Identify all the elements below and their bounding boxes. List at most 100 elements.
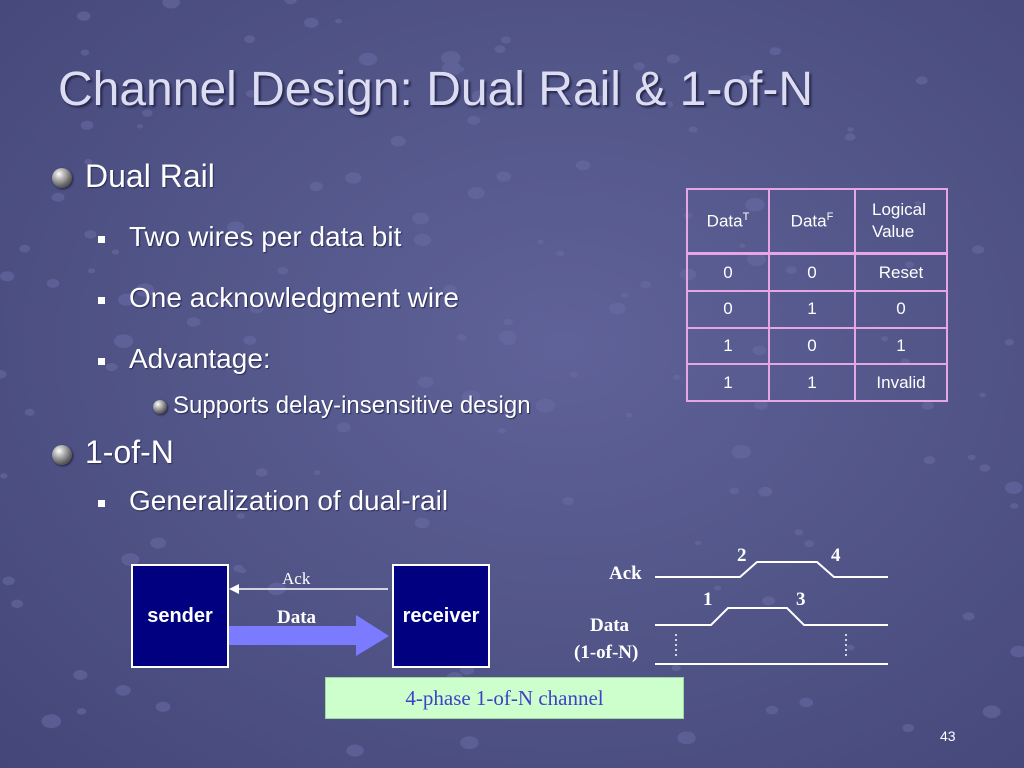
background-dot xyxy=(51,192,65,202)
background-dot xyxy=(1004,339,1014,346)
bullet-dual-rail: Dual Rail xyxy=(85,158,215,194)
table-cell: 1 xyxy=(854,326,948,366)
background-dot xyxy=(105,363,118,372)
background-dot xyxy=(556,250,565,257)
background-dot xyxy=(500,36,511,44)
background-dot xyxy=(76,708,87,715)
background-dot xyxy=(313,470,321,476)
background-dot xyxy=(345,172,362,184)
background-dot xyxy=(84,158,93,165)
background-dot xyxy=(11,599,24,608)
table-cell: 1 xyxy=(768,363,856,402)
background-dot xyxy=(804,540,814,548)
background-dot xyxy=(754,400,768,410)
data-wire-label: Data xyxy=(277,607,317,628)
table-cell: 1 xyxy=(686,363,770,402)
background-dot xyxy=(441,61,462,76)
caption-text: 4-phase 1-of-N channel xyxy=(405,685,604,710)
background-dot xyxy=(236,513,245,519)
background-dot xyxy=(847,127,854,132)
bullet-one-ack: One acknowledgment wire xyxy=(129,282,459,313)
table-row: 0 0 Reset xyxy=(686,252,948,292)
background-dot xyxy=(537,239,544,244)
table-cell: Reset xyxy=(854,252,948,292)
background-dot xyxy=(663,101,674,108)
background-dot xyxy=(502,335,516,346)
background-dot xyxy=(413,233,432,246)
table-cell: 0 xyxy=(854,290,948,329)
background-dot xyxy=(80,120,94,130)
background-dot xyxy=(0,271,15,282)
background-dot xyxy=(569,371,578,378)
background-dot xyxy=(799,697,813,708)
background-dot xyxy=(979,464,990,472)
background-dot xyxy=(979,392,986,398)
background-dot xyxy=(441,51,461,65)
bullet-square-icon xyxy=(98,358,105,365)
background-dot xyxy=(916,76,928,85)
background-dot xyxy=(982,705,1001,719)
bullet-square-icon xyxy=(98,236,105,243)
header-data-f: DataF xyxy=(768,188,856,255)
background-dot xyxy=(111,249,120,255)
table-cell: Invalid xyxy=(854,363,948,402)
background-dot xyxy=(84,230,97,239)
background-dot xyxy=(621,292,629,298)
background-dot xyxy=(467,187,485,199)
timing-step-3: 3 xyxy=(796,589,806,610)
receiver-box: receiver xyxy=(392,564,490,668)
timing-step-2: 2 xyxy=(737,545,747,566)
background-dot xyxy=(902,724,914,732)
bullet-advantage: Advantage: xyxy=(129,343,271,374)
background-dot xyxy=(358,52,378,66)
background-dot xyxy=(243,335,257,345)
data-arrow-icon xyxy=(229,615,389,656)
background-dot xyxy=(731,445,752,459)
table-cell: 0 xyxy=(686,252,770,292)
ack-wire-label: Ack xyxy=(282,569,311,588)
background-dot xyxy=(186,317,201,327)
background-dot xyxy=(467,115,481,125)
background-dot xyxy=(967,454,976,461)
background-dot xyxy=(794,529,804,536)
slide-title: Channel Design: Dual Rail & 1-of-N xyxy=(58,63,814,116)
table-row: 1 0 1 xyxy=(686,326,948,366)
table-cell: 0 xyxy=(768,326,856,366)
background-dot xyxy=(0,369,7,379)
background-dot xyxy=(80,49,90,56)
background-dot xyxy=(844,133,856,141)
background-dot xyxy=(417,376,434,388)
background-dot xyxy=(233,564,244,572)
background-dot xyxy=(41,714,62,729)
background-dot xyxy=(162,0,181,9)
background-dot xyxy=(1004,481,1023,494)
background-dot xyxy=(255,468,268,477)
background-dot xyxy=(136,124,143,129)
table-cell: 0 xyxy=(768,252,856,292)
ack-arrowhead-icon xyxy=(229,584,239,594)
background-dot xyxy=(150,537,167,549)
background-dot xyxy=(225,297,232,302)
background-dot xyxy=(921,401,934,410)
table-row: 0 1 0 xyxy=(686,290,948,329)
background-dot xyxy=(304,17,319,28)
bullet-generalization: Generalization of dual-rail xyxy=(129,485,449,516)
background-dot xyxy=(739,75,752,84)
background-dot xyxy=(118,293,136,306)
background-dot xyxy=(336,422,351,433)
bullet-two-wires: Two wires per data bit xyxy=(129,221,402,252)
background-dot xyxy=(498,428,507,434)
background-dot xyxy=(46,279,60,288)
background-dot xyxy=(412,212,430,225)
background-dot xyxy=(1010,503,1019,509)
bullet-square-icon xyxy=(98,500,105,507)
bullet-one-of-n: 1-of-N xyxy=(85,434,174,470)
table-row: 1 1 Invalid xyxy=(686,363,948,402)
background-dot xyxy=(460,736,479,750)
table-cell: 1 xyxy=(686,326,770,366)
